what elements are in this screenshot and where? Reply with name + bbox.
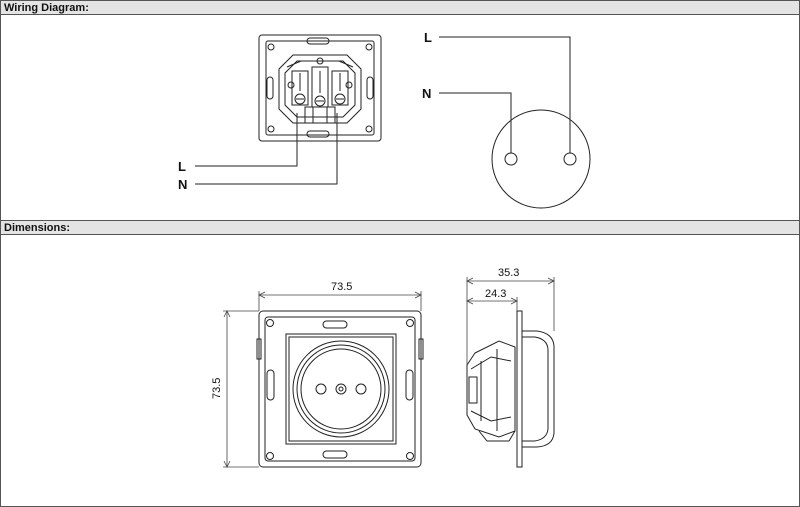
- front-height-dimension: 73.5: [211, 378, 223, 399]
- side-view-drawing: [466, 310, 555, 468]
- wiring-diagram-header: Wiring Diagram:: [1, 1, 799, 15]
- wire-l-right: [439, 36, 571, 153]
- socket-schematic: [439, 36, 591, 209]
- front-width-dimension: 73.5: [331, 281, 352, 293]
- dimensions-header: Dimensions:: [1, 220, 799, 235]
- side-total-depth-dimension: 35.3: [498, 267, 519, 279]
- side-body-depth-dimension: 24.3: [485, 288, 506, 300]
- left-label-n: N: [178, 177, 187, 192]
- left-label-l: L: [178, 159, 186, 174]
- wire-l-left: [195, 113, 298, 167]
- right-label-l: L: [424, 30, 432, 45]
- front-view-drawing: [256, 310, 424, 468]
- wire-n-left: [195, 113, 338, 185]
- wire-n-right: [439, 92, 512, 153]
- socket-mechanism-rear-view: [258, 34, 382, 142]
- right-label-n: N: [422, 86, 431, 101]
